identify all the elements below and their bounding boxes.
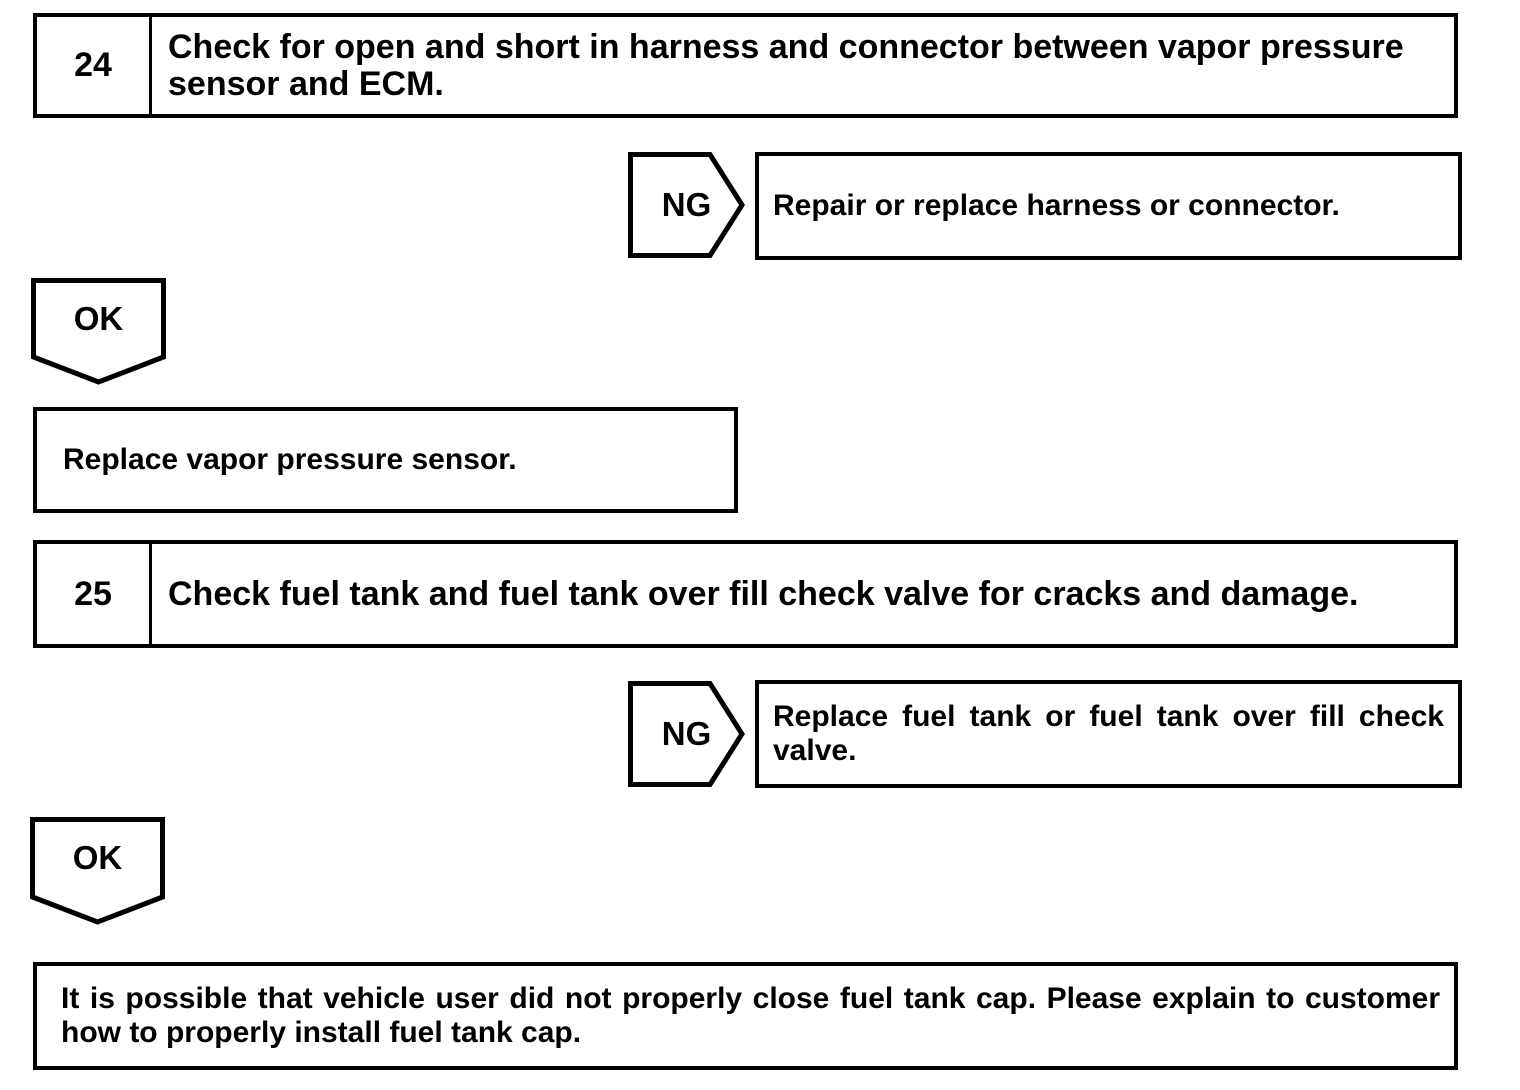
ng-label: NG bbox=[661, 715, 712, 752]
step-25-ng-action-text: Replace fuel tank or fuel tank over fill… bbox=[773, 700, 1444, 767]
step-25-instruction: Check fuel tank and fuel tank over fill … bbox=[168, 574, 1359, 613]
step-25-box: 25 Check fuel tank and fuel tank over fi… bbox=[33, 540, 1458, 648]
right-arrow-pentagon-icon bbox=[628, 681, 745, 787]
final-advice-text: It is possible that vehicle user did not… bbox=[61, 982, 1440, 1049]
ng-label: NG bbox=[661, 186, 712, 223]
step-25-ng-arrow: NG bbox=[628, 681, 745, 787]
final-advice-box: It is possible that vehicle user did not… bbox=[33, 962, 1458, 1070]
step-24-ng-action-box: Repair or replace harness or connector. bbox=[755, 152, 1462, 260]
step-24-number: 24 bbox=[37, 17, 152, 114]
step-24-ok-action-text: Replace vapor pressure sensor. bbox=[63, 443, 517, 476]
ok-label: OK bbox=[73, 299, 124, 337]
ok-label: OK bbox=[72, 839, 123, 876]
step-24-ok-action-box: Replace vapor pressure sensor. bbox=[33, 407, 738, 513]
step-25-ok-badge: OK bbox=[30, 817, 165, 925]
step-24-instruction: Check for open and short in harness and … bbox=[168, 27, 1404, 103]
down-pentagon-icon bbox=[31, 278, 166, 385]
step-24-ok-badge: OK bbox=[31, 278, 166, 385]
step-24-box: 24 Check for open and short in harness a… bbox=[33, 13, 1458, 118]
down-pentagon-icon bbox=[30, 817, 165, 925]
step-25-ng-action-box: Replace fuel tank or fuel tank over fill… bbox=[755, 680, 1462, 788]
step-25-number: 25 bbox=[37, 544, 152, 644]
step-24-ng-arrow: NG bbox=[628, 152, 745, 258]
step-24-ng-action-text: Repair or replace harness or connector. bbox=[773, 189, 1340, 222]
right-arrow-pentagon-icon bbox=[628, 152, 745, 258]
